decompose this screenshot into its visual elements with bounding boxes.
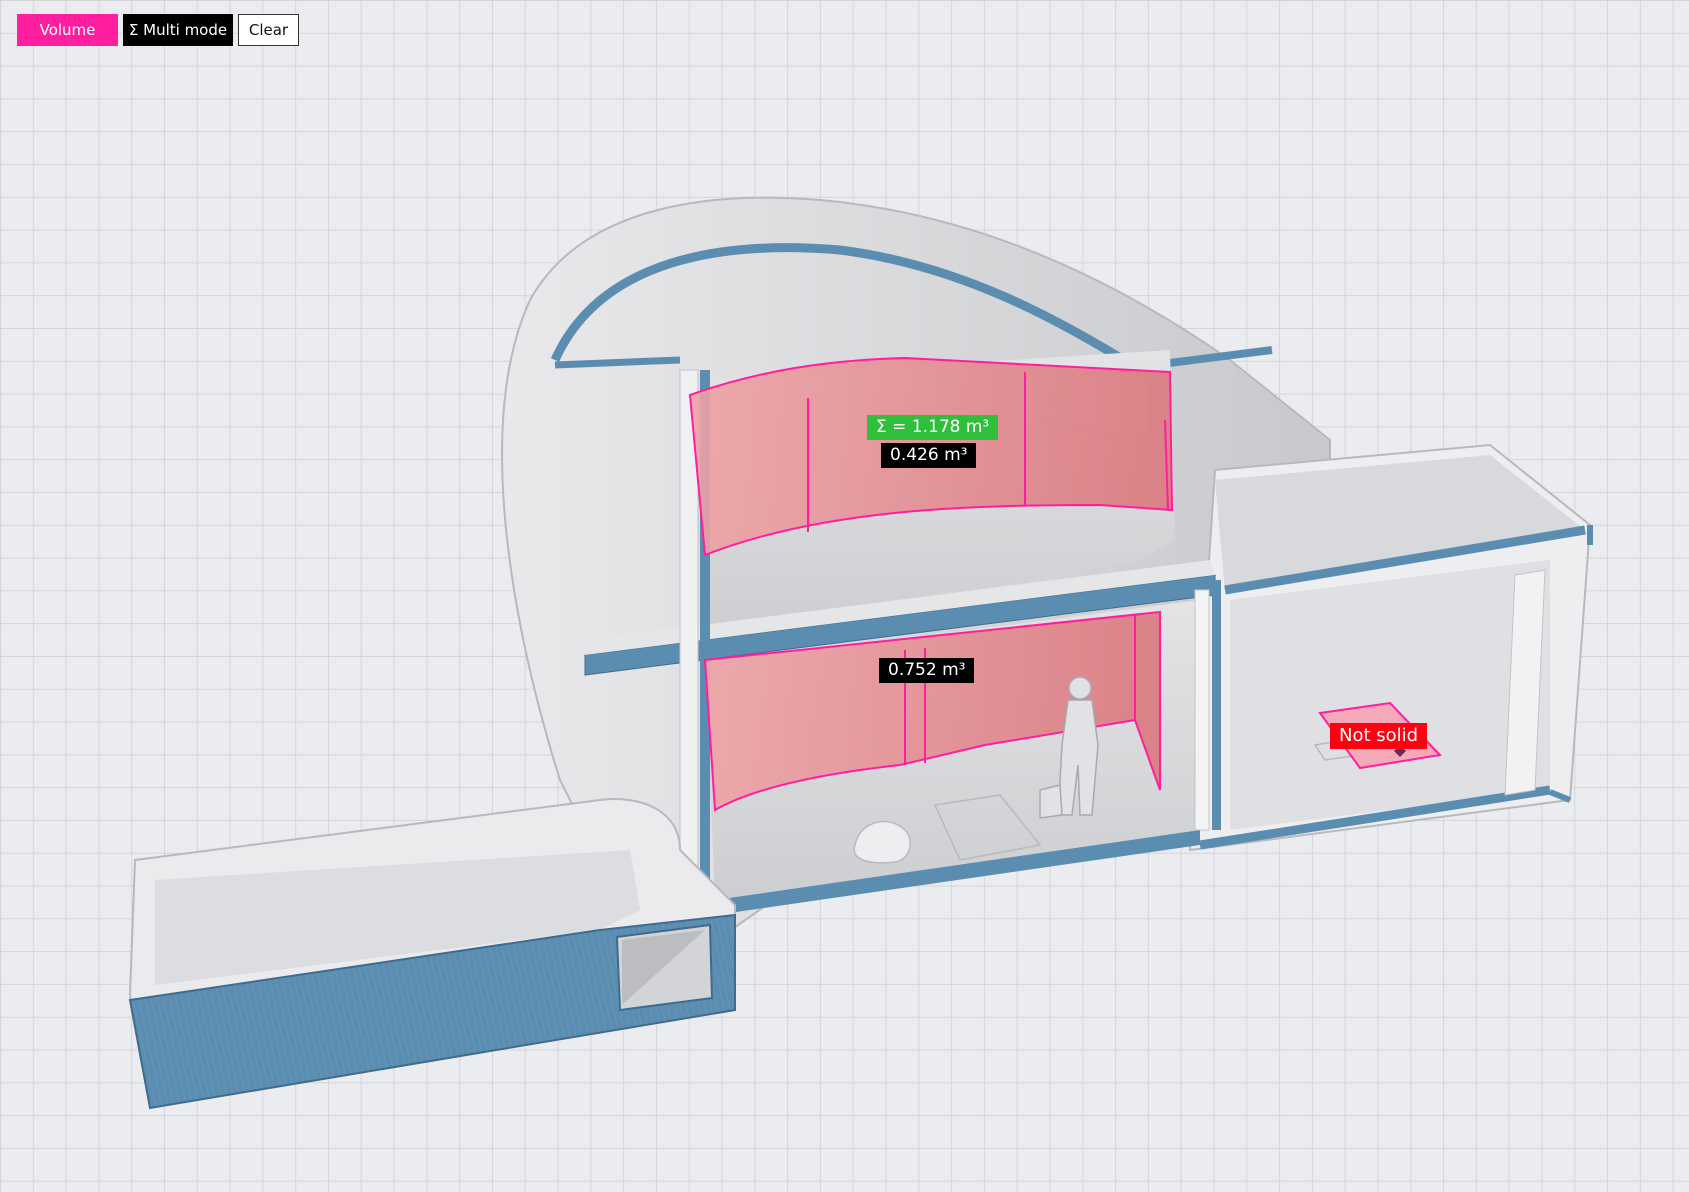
sum-volume-badge: Σ = 1.178 m³: [867, 415, 999, 440]
clear-button[interactable]: Clear: [238, 14, 299, 46]
lower-volume-label: 0.752 m³: [879, 658, 975, 683]
not-solid-badge: Not solid: [1330, 723, 1428, 749]
section-walls: [679, 369, 1221, 900]
right-annex: [1188, 443, 1593, 852]
multi-mode-button[interactable]: Σ Multi mode: [123, 14, 233, 46]
volume-tool-button[interactable]: Volume: [17, 14, 118, 46]
human-figure: [1039, 676, 1099, 819]
lower-wing: [128, 798, 736, 1110]
toolbar: Volume Σ Multi mode Clear: [17, 14, 299, 46]
floor-details: [853, 739, 1362, 864]
upper-volume-label: 0.426 m³: [881, 443, 977, 468]
